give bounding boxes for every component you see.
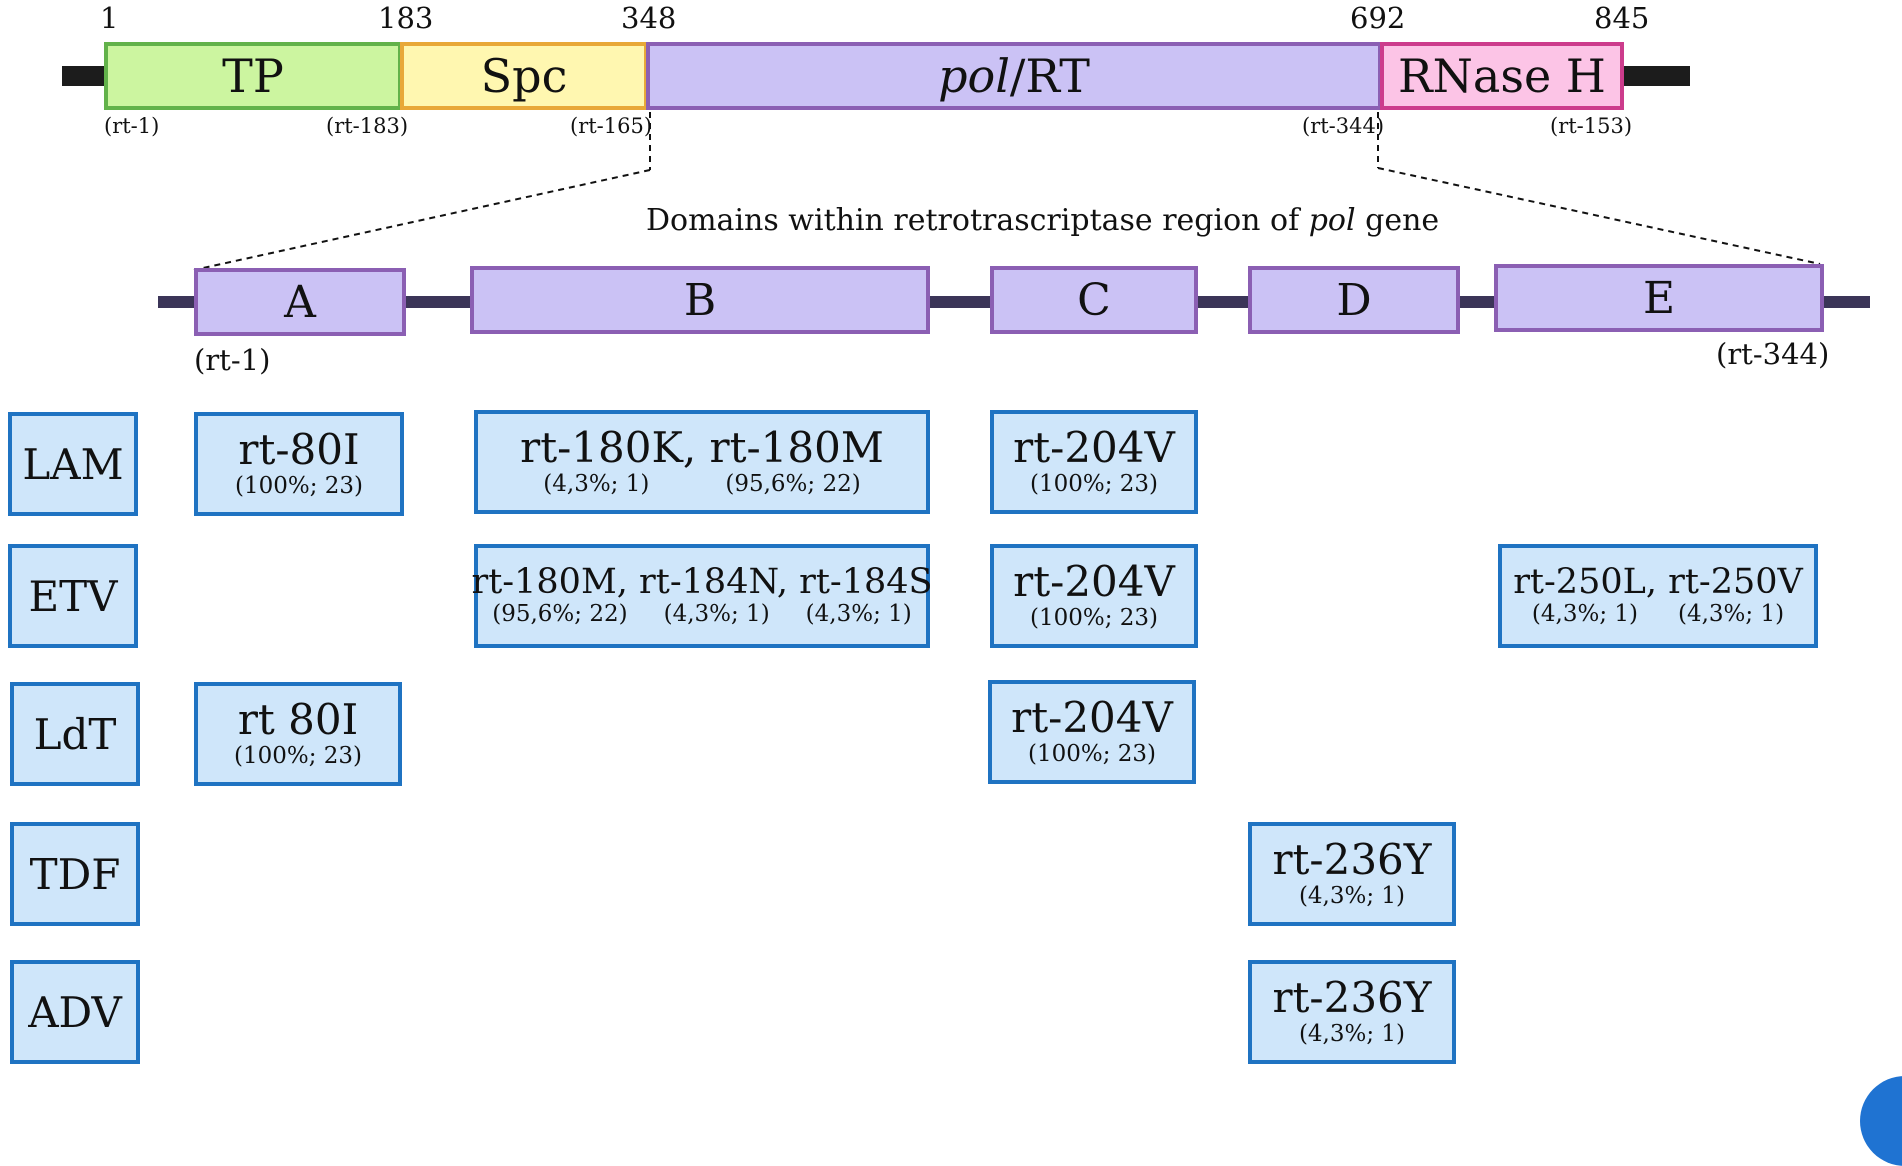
mutation-lam-domain-a: rt-80I (100%; 23) <box>194 412 404 516</box>
mutation-ldt-domain-a: rt 80I (100%; 23) <box>194 682 402 786</box>
gene-position-348: 348 <box>621 1 677 35</box>
drug-ldt: LdT <box>10 682 140 786</box>
domains-caption-italic: pol <box>1308 203 1356 238</box>
mutation-frequency: (4,3%; 1) <box>1531 601 1638 628</box>
mutation-label: rt-236Y <box>1272 973 1432 1023</box>
zoom-line-left-diagonal <box>193 169 651 271</box>
gene-segment-rnase-h: RNase H <box>1380 42 1624 110</box>
gene-segment-spc: Spc <box>400 42 648 110</box>
drug-adv: ADV <box>10 960 140 1064</box>
drug-tdf: TDF <box>10 822 140 926</box>
mutation-label: rt-204V <box>1013 557 1175 607</box>
drug-ldt-label: LdT <box>33 709 117 759</box>
mutation-frequency-row: (100%; 23) <box>1028 741 1156 769</box>
domains-caption: Domains within retrotrascriptase region … <box>646 203 1439 238</box>
mutation-label: rt-180K, rt-180M <box>520 423 884 473</box>
mutation-lam-domain-b: rt-180K, rt-180M (4,3%; 1) (95,6%; 22) <box>474 410 930 514</box>
mutation-label: rt-236Y <box>1272 835 1432 885</box>
mutation-frequency: (4,3%; 1) <box>1298 883 1406 910</box>
domain-start-label: (rt-1) <box>194 343 271 377</box>
mutation-frequency-row: (4,3%; 1) (95,6%; 22) <box>543 471 860 499</box>
mutation-frequency: (100%; 23) <box>233 743 363 770</box>
mutation-etv-domain-c: rt-204V (100%; 23) <box>990 544 1198 648</box>
mutation-frequency: (95,6%; 22) <box>725 471 861 498</box>
zoom-lines <box>193 112 1821 271</box>
mutation-label: rt-204V <box>1013 423 1175 473</box>
mutation-label: rt-180M, rt-184N, rt-184S <box>471 561 933 602</box>
mutation-frequency: (100%; 23) <box>1029 605 1159 632</box>
domains-caption-suffix: gene <box>1355 203 1440 238</box>
drug-tdf-label: TDF <box>29 849 121 899</box>
mutation-tdf-domain-d: rt-236Y (4,3%; 1) <box>1248 822 1456 926</box>
gene-segment-rt-suffix: /RT <box>1009 49 1090 103</box>
gene-segment-pol-rt: pol/RT <box>646 42 1382 110</box>
mutation-label: rt-80I <box>238 425 360 475</box>
drug-etv-label: ETV <box>28 571 118 621</box>
mutation-frequency-row: (100%; 23) <box>1030 605 1158 633</box>
gene-segment-rnase-h-label: RNase H <box>1398 49 1606 103</box>
gene-position-1: 1 <box>100 1 119 35</box>
mutation-frequency: (4,3%; 1) <box>543 471 650 498</box>
mutation-frequency-row: (4,3%; 1) <box>1299 1021 1405 1049</box>
domain-end-label: (rt-344) <box>1716 337 1830 371</box>
gene-bar-left-cap <box>62 66 106 86</box>
gene-position-692: 692 <box>1350 1 1406 35</box>
mutation-frequency: (4,3%; 1) <box>805 601 912 628</box>
gene-segment-tp: TP <box>104 42 402 110</box>
domain-e-label: E <box>1642 272 1676 324</box>
mutation-frequency-row: (4,3%; 1) <box>1299 883 1405 911</box>
mutation-ldt-domain-c: rt-204V (100%; 23) <box>988 680 1196 784</box>
mutation-label: rt 80I <box>237 695 359 745</box>
gene-rt-label-start-tp: (rt-1) <box>104 114 160 138</box>
gene-segment-tp-label: TP <box>222 49 284 103</box>
mutation-frequency: (4,3%; 1) <box>1298 1021 1406 1048</box>
mutation-etv-domain-b: rt-180M, rt-184N, rt-184S (95,6%; 22) (4,… <box>471 544 933 648</box>
drug-adv-label: ADV <box>28 987 122 1037</box>
domain-c: C <box>990 266 1198 334</box>
gene-rt-label-end-tp: (rt-183) <box>326 114 409 138</box>
drug-etv: ETV <box>8 544 138 648</box>
mutation-frequency-row: (4,3%; 1) (4,3%; 1) <box>1532 601 1784 629</box>
domain-c-label: C <box>1077 274 1111 326</box>
zoom-line-right-diagonal <box>1377 167 1821 265</box>
domain-b-label: B <box>683 274 717 326</box>
domain-d-label: D <box>1336 274 1372 326</box>
mutation-frequency: (95,6%; 22) <box>492 601 628 628</box>
mutation-frequency: (100%; 23) <box>1027 741 1157 768</box>
gene-segment-pol-rt-label: pol/RT <box>938 49 1090 103</box>
mutation-frequency-row: (95,6%; 22) (4,3%; 1) (4,3%; 1) <box>492 601 912 629</box>
mutation-frequency: (100%; 23) <box>234 473 364 500</box>
gene-position-183: 183 <box>378 1 434 35</box>
domain-e: E <box>1494 264 1824 332</box>
gene-segment-pol-italic: pol <box>938 49 1010 103</box>
mutation-frequency-row: (100%; 23) <box>1030 471 1158 499</box>
mutation-frequency: (100%; 23) <box>1029 471 1159 498</box>
gene-position-845: 845 <box>1594 1 1650 35</box>
domain-b: B <box>470 266 930 334</box>
mutation-lam-domain-c: rt-204V (100%; 23) <box>990 410 1198 514</box>
gene-rt-label-end-spc: (rt-165) <box>570 114 653 138</box>
domain-a: A <box>194 268 406 336</box>
mutation-frequency-row: (100%; 23) <box>234 743 362 771</box>
mutation-frequency: (4,3%; 1) <box>1678 601 1785 628</box>
mutation-adv-domain-d: rt-236Y (4,3%; 1) <box>1248 960 1456 1064</box>
drug-lam-label: LAM <box>22 439 124 489</box>
mutation-frequency-row: (100%; 23) <box>235 473 363 501</box>
mutation-frequency: (4,3%; 1) <box>663 601 770 628</box>
mutation-label: rt-250L, rt-250V <box>1513 561 1803 602</box>
mutation-etv-domain-e: rt-250L, rt-250V (4,3%; 1) (4,3%; 1) <box>1498 544 1818 648</box>
gene-segment-spc-label: Spc <box>480 49 568 103</box>
drug-lam: LAM <box>8 412 138 516</box>
gene-bar-right-cap <box>1620 66 1690 86</box>
gene-rt-label-end-rnase: (rt-153) <box>1550 114 1633 138</box>
domain-a-label: A <box>284 276 316 328</box>
mutation-label: rt-204V <box>1011 693 1173 743</box>
domains-caption-prefix: Domains within retrotrascriptase region … <box>646 203 1309 238</box>
domain-d: D <box>1248 266 1460 334</box>
gene-rt-label-end-pol: (rt-344) <box>1302 114 1385 138</box>
